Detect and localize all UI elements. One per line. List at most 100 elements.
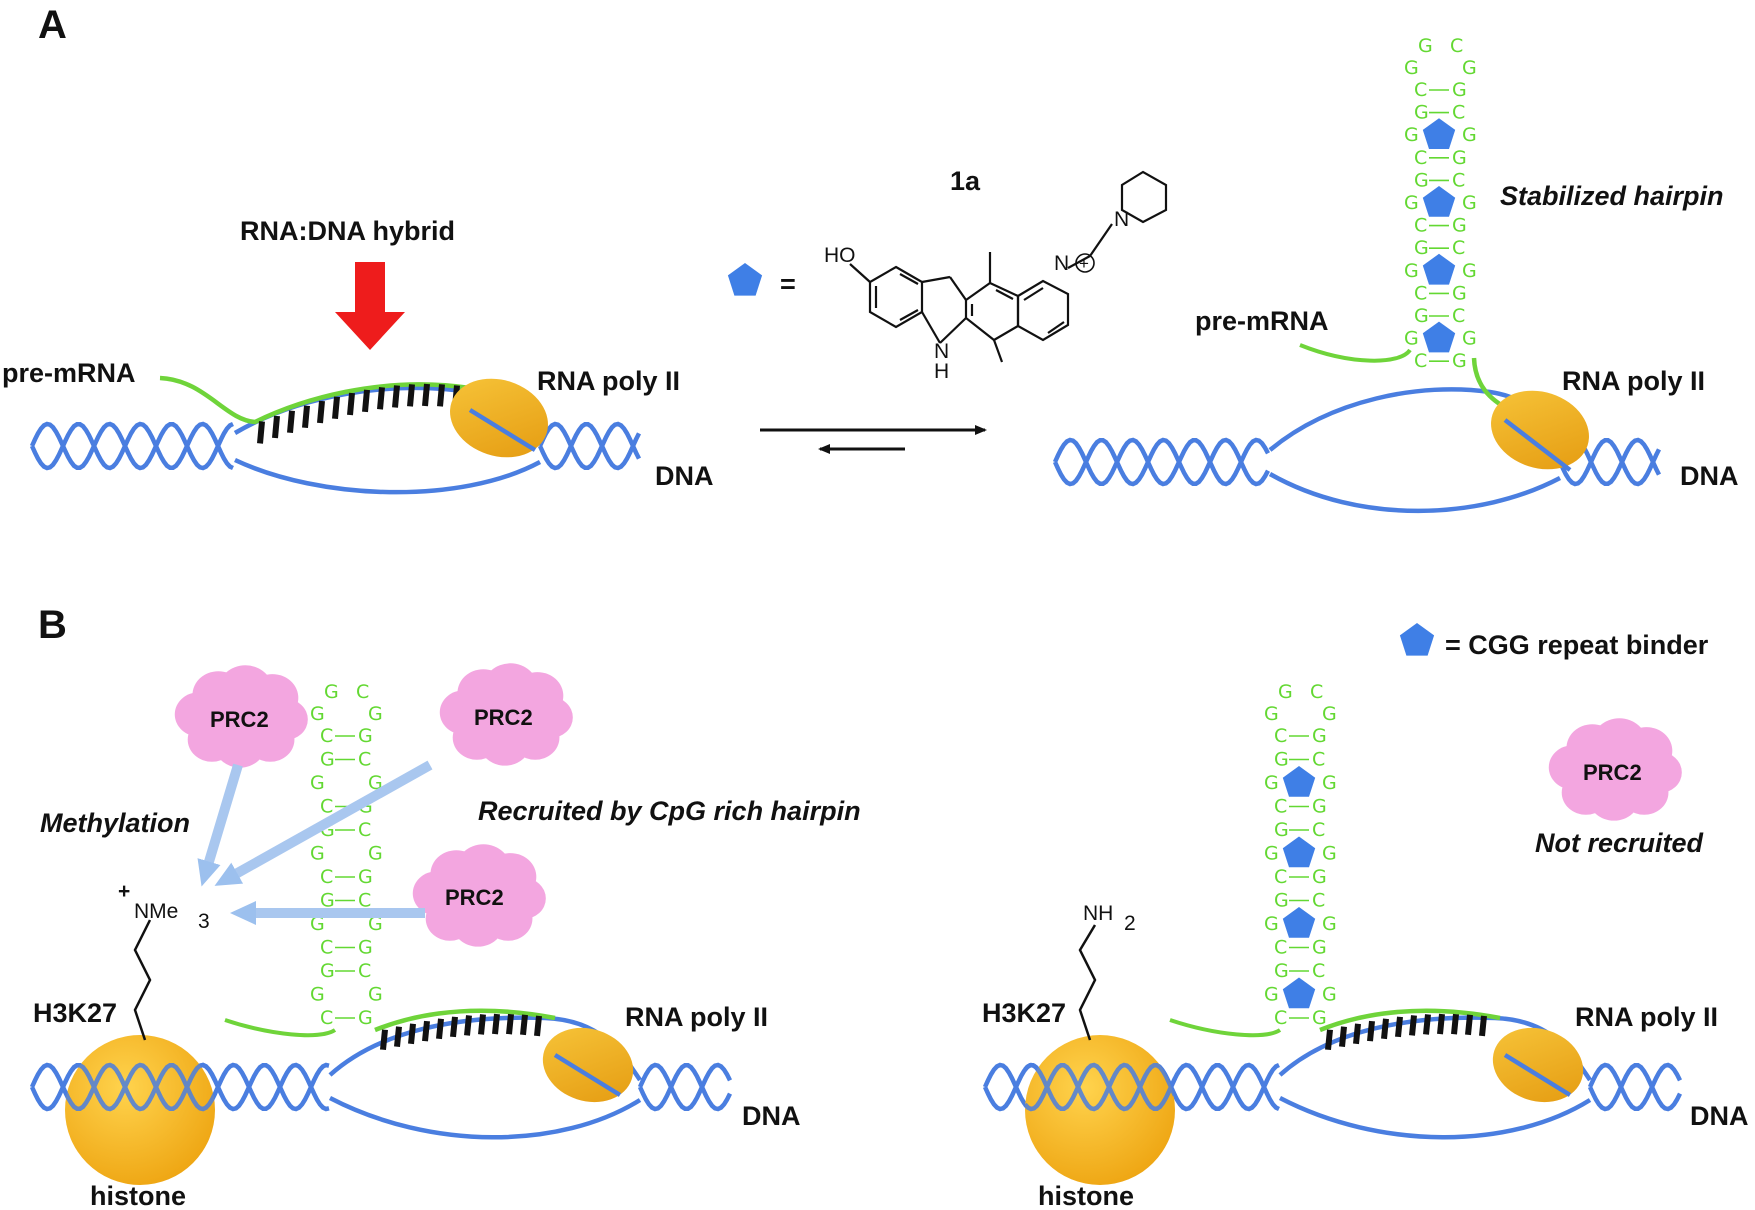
hp-a-base-left-11: G [1414,305,1429,327]
hp-b2-base-left-7: C [1274,866,1287,888]
hybrid-rung-11 [520,1014,528,1036]
binder-pentagon-legend-b [1399,623,1435,656]
hp-a-base-right-8: C [1452,237,1465,259]
hp-b1-base-right-1: G [358,725,373,747]
prc2-cloud-not-recruited [1548,718,1682,821]
hp-a-base-right-7: G [1452,215,1467,237]
hybrid-rung-8 [1423,1014,1431,1035]
hp-a-base-left-6: G [1404,192,1419,214]
hybrid-rung-2 [1339,1026,1347,1047]
dna-label-b2: DNA [1690,1101,1749,1131]
hybrid-rung-6 [332,396,340,420]
dna-strand-through-pol-b1 [553,1053,622,1097]
hp-b2-base-left-13: C [1274,1007,1287,1029]
hp-b1-base-left-9: G [310,913,325,935]
rna-dna-hybrid-rungs-a [257,383,460,444]
dna-strand-through-pol-b2 [1503,1053,1572,1097]
cgg-binder-legend: = CGG repeat binder [1445,630,1709,660]
hp-b1-base-left-7: C [320,866,333,888]
cloud-core [1568,743,1660,799]
histone-b-right [1025,1035,1175,1185]
hp-b1-base-right-12: G [368,984,383,1006]
hp-b2-base-left-12: G [1264,984,1279,1006]
hp-b2-binder-pentagon-3 [1282,907,1316,938]
hp-a-base-right-6: G [1462,192,1477,214]
rna-poly-label-a: RNA poly II [537,366,680,396]
prc2-label-4: PRC2 [1583,760,1642,785]
hp-b2-base-right-13: G [1312,1007,1327,1029]
hybrid-rung-1 [1325,1029,1333,1051]
hp-b2-binder-pentagon-4 [1282,977,1316,1009]
hp-b2-base-right-5: C [1312,819,1325,841]
dna-label-a-right: DNA [1680,461,1739,491]
hp-a-base-left-2: G [1414,102,1429,124]
cloud-core [432,869,524,925]
hp-a-base-left-10: C [1414,282,1427,304]
hybrid-rung-13 [437,384,445,407]
dna-strand-through-pol-a2 [1503,418,1572,472]
chem-nme3-sub: 3 [198,910,210,933]
hp-a-base-left-13: C [1414,350,1427,372]
rna-poly-label-b1: RNA poly II [625,1002,768,1032]
hp-b2-base-right-8: C [1312,890,1325,912]
hp-b1-base-left-10: C [320,937,333,959]
compound-label: 1a [950,166,981,196]
hp-a-base-right-10: G [1452,282,1467,304]
hp-a-base-left-8: G [1414,237,1429,259]
hp-b1-base-left-1: C [320,725,333,747]
loop-base-right-2: G [1322,703,1337,725]
loop-base-right-2: G [368,703,383,725]
hp-b1-base-right-2: C [358,749,371,771]
hp-a-base-left-4: C [1414,147,1427,169]
hp-b1-base-left-12: G [310,984,325,1006]
dna-helix-b-left-over [62,1062,218,1112]
loop-base-left-2: G [1404,57,1419,79]
hp-a-base-left-12: G [1404,328,1419,350]
hp-b2-base-right-9: G [1322,913,1337,935]
histone-label-b2: histone [1038,1181,1134,1210]
prc2-cloud-2 [439,663,573,766]
hybrid-rung-7 [1409,1015,1417,1036]
positive-charge-circle [1075,253,1095,273]
hp-b1-base-left-3: G [310,772,325,794]
methylation-arrow-1 [197,763,243,887]
chem-nh2-sub: 2 [1124,912,1136,935]
dna-bubble-b1-bottom [328,1096,642,1140]
chem-nme3-plus: + [118,880,130,903]
lysine-chain-b1 [133,919,152,1041]
hp-b2-base-right-3: G [1322,772,1337,794]
methylation-label: Methylation [40,808,190,838]
loop-base-right: C [1450,35,1463,57]
hp-b2-base-left-9: G [1264,913,1279,935]
rna-polymerase-b1 [542,1027,634,1103]
hp-b1-base-left-8: G [320,890,335,912]
loop-base-right-2: G [1462,57,1477,79]
prc2-label-3: PRC2 [445,885,504,910]
panel-label-a: A [38,3,67,47]
rna-poly-label-a2: RNA poly II [1562,366,1705,396]
hp-b1-base-left-13: C [320,1007,333,1029]
chem-nme3: NMe [134,900,178,923]
cloud-core [459,688,551,744]
methylation-arrow-2 [214,760,433,886]
hp-b2-base-right-11: C [1312,960,1325,982]
hybrid-red-arrow [335,262,405,350]
hybrid-rung-12 [1479,1015,1487,1037]
hybrid-rung-11 [407,384,415,407]
hybrid-rung-6 [450,1016,458,1038]
hybrid-rung-11 [1465,1014,1473,1036]
hp-b1-base-right-13: G [358,1007,373,1029]
hp-a-base-right-9: G [1462,260,1477,282]
chem-plus: + [1079,254,1089,273]
hybrid-rung-9 [1437,1013,1445,1035]
rna-dna-hybrid-rungs-b1 [380,1013,542,1051]
hybrid-rung-4 [1367,1020,1375,1042]
rna-polymerase-b2 [1492,1027,1584,1103]
dna-label-b1: DNA [742,1101,801,1131]
hp-a-base-left-5: G [1414,169,1429,191]
recruited-label: Recruited by CpG rich hairpin [478,796,861,826]
rna-poly-label-b2: RNA poly II [1575,1002,1718,1032]
chem-n-piperidine: N [1114,208,1129,231]
